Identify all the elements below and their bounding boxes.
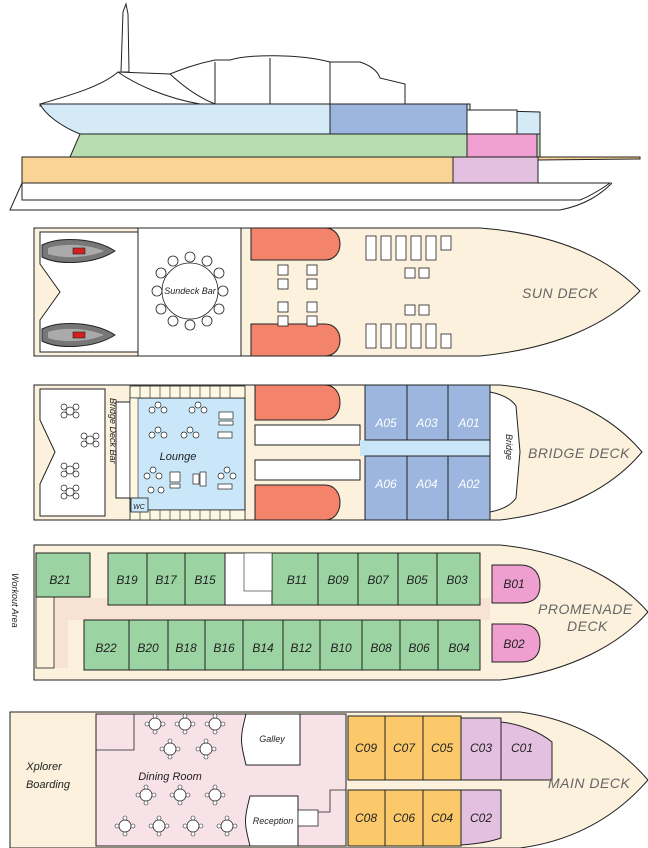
cabin-row-bottom [347, 789, 462, 847]
main-deck: Dining Room Galley Reception Xplorer Boa… [9, 711, 648, 848]
wc-label: WC [133, 504, 146, 511]
promenade-deck-title-1: PROMENADE [538, 601, 633, 617]
cabin-labels-main: C09 C07 C05 C03 C01 C08 C06 C04 C02 [355, 741, 533, 825]
cabin-c03: C03 [470, 741, 492, 755]
boarding-label-2: Boarding [26, 779, 71, 791]
cabin-row-top-lilac [460, 717, 553, 781]
lounge-seating-icon [143, 401, 237, 494]
cabin-b21: B21 [49, 573, 70, 587]
cabin-row-top: A05 A03 A01 [364, 384, 491, 441]
boarding-label-1: Xplorer [25, 761, 63, 773]
bridge-deck: Bridge Deck Bar Lounge WC [33, 384, 643, 521]
cabin-a03: A03 [415, 416, 438, 430]
lifeboat-icon [41, 323, 116, 347]
cabin-b22: B22 [95, 641, 117, 655]
lifeboat-icon [41, 239, 116, 263]
cabin-b05: B05 [406, 573, 428, 587]
cabin-a01: A01 [457, 416, 479, 430]
sun-deck-title: SUN DECK [522, 285, 599, 301]
cabin-row-bottom: A06 A04 A02 [364, 455, 491, 521]
cabin-c08: C08 [355, 811, 377, 825]
cabin-a05: A05 [374, 416, 397, 430]
cabin-b02: B02 [503, 637, 525, 651]
cabin-b18: B18 [175, 641, 197, 655]
promenade-deck: Workout Area B21 B19 B17 B15 B11 B09 B07… [10, 544, 648, 681]
reception-label: Reception [253, 816, 294, 826]
cabin-b07: B07 [367, 573, 390, 587]
bar-stools [151, 251, 229, 331]
cabin-labels-bottom: B22 B20 B18 B16 B14 B12 B10 B08 B06 B04 [95, 641, 470, 655]
cabin-b08: B08 [370, 641, 392, 655]
cabin-b16: B16 [213, 641, 235, 655]
main-deck-title: MAIN DECK [548, 775, 630, 791]
cabin-b09: B09 [327, 573, 349, 587]
cabin-labels-top: B21 B19 B17 B15 B11 B09 B07 B05 B03 [49, 573, 468, 587]
cabin-c01: C01 [511, 741, 533, 755]
cabin-a04: A04 [415, 477, 438, 491]
cabin-c09: C09 [355, 741, 377, 755]
cabin-b15: B15 [194, 573, 216, 587]
ship-profile [9, 2, 641, 211]
cabin-b11: B11 [287, 573, 307, 587]
workout-area-label: Workout Area [10, 573, 20, 628]
cabin-b10: B10 [330, 641, 352, 655]
cabin-b17: B17 [155, 573, 178, 587]
promenade-deck-title-2: DECK [567, 618, 608, 634]
dining-chairs [114, 713, 238, 837]
cabin-c07: C07 [393, 741, 416, 755]
table-icon [277, 264, 430, 327]
cabin-b20: B20 [137, 641, 159, 655]
cabin-b12: B12 [290, 641, 312, 655]
cabin-c06: C06 [393, 811, 415, 825]
cabin-b19: B19 [116, 573, 138, 587]
sun-deck: Sundeck Bar SUN DECK [33, 227, 641, 357]
cabin-b04: B04 [448, 641, 470, 655]
sun-lounger-icon [365, 235, 452, 349]
sundeck-bar-label: Sundeck Bar [164, 286, 217, 296]
cabin-c05: C05 [431, 741, 453, 755]
cabin-a02: A02 [457, 477, 480, 491]
lounge-label: Lounge [160, 451, 197, 463]
cabin-a06: A06 [374, 477, 397, 491]
table-icon [60, 403, 100, 500]
bridge-deck-title: BRIDGE DECK [528, 445, 630, 461]
cabin-c02: C02 [470, 811, 492, 825]
dining-room-label: Dining Room [138, 771, 202, 783]
galley-label: Galley [259, 734, 285, 744]
cabin-row-top [347, 715, 462, 781]
cabin-b06: B06 [408, 641, 430, 655]
cabin-b14: B14 [252, 641, 274, 655]
bridge-label: Bridge [504, 434, 514, 460]
cabin-b03: B03 [446, 573, 468, 587]
cabin-c04: C04 [431, 811, 453, 825]
bridge-deck-bar-label: Bridge Deck Bar [108, 398, 118, 465]
cabin-row-bottom [83, 619, 481, 671]
cabin-row-top [35, 552, 481, 606]
cabin-b01: B01 [503, 577, 524, 591]
